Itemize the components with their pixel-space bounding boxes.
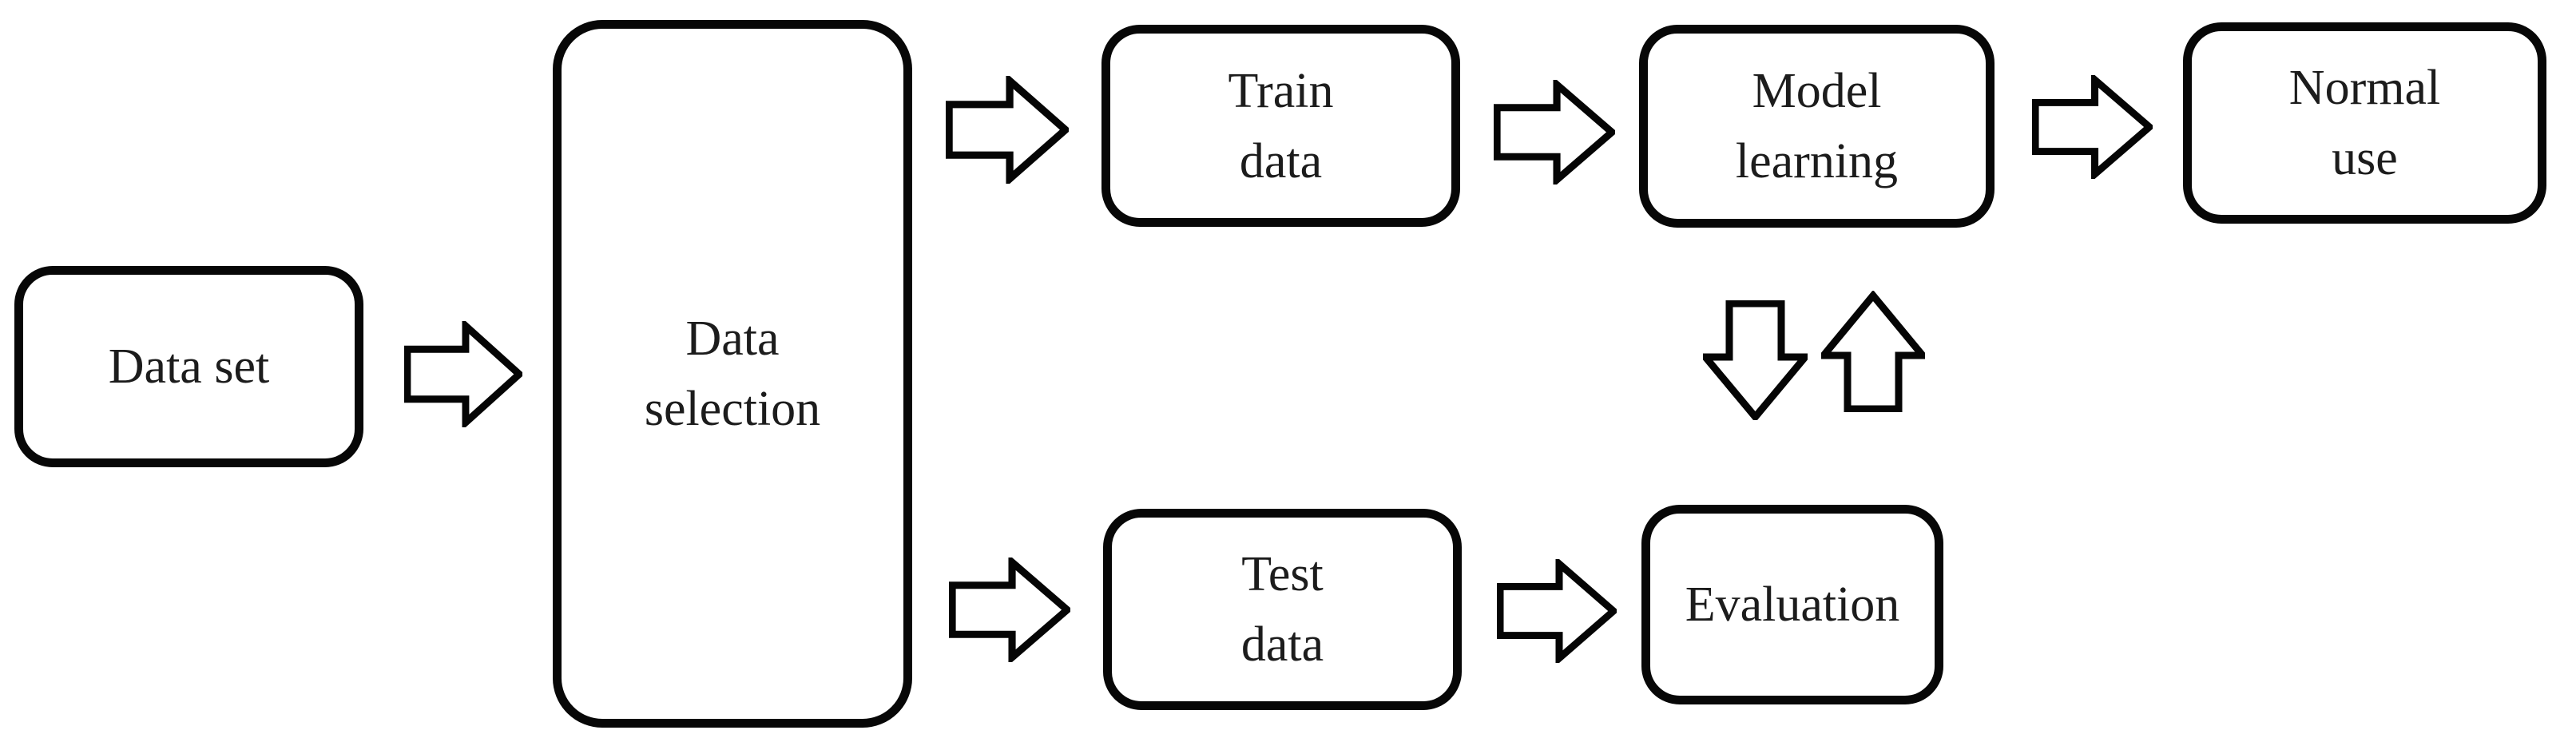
node-model-learning-label-line2: learning (1735, 134, 1899, 188)
arrow-up-icon (1821, 291, 1925, 412)
node-train-data: Train data (1101, 25, 1460, 227)
node-train-data-label-line2: data (1239, 133, 1323, 188)
arrow-right-icon (2032, 75, 2153, 179)
node-model-learning: Model learning (1639, 25, 1995, 228)
node-train-data-label-line1: Train (1228, 63, 1334, 118)
node-test-data-label-line2: data (1240, 617, 1324, 672)
arrow-right-icon (949, 558, 1070, 662)
node-test-data: Test data (1103, 509, 1462, 710)
node-data-selection: Data selection (553, 20, 912, 728)
arrow-right-icon (404, 321, 522, 427)
node-test-data-label-line1: Test (1241, 547, 1324, 601)
node-model-learning-label-line1: Model (1752, 64, 1882, 118)
arrow-right-icon (946, 76, 1069, 184)
node-normal-use-label-line2: use (2332, 131, 2398, 185)
node-data-selection-label-line1: Data (685, 311, 780, 366)
node-data-set-label: Data set (108, 339, 270, 394)
arrow-down-icon (1703, 300, 1808, 420)
arrow-right-icon (1497, 559, 1617, 663)
node-evaluation: Evaluation (1641, 505, 1943, 704)
node-normal-use: Normal use (2183, 22, 2546, 224)
node-normal-use-label-line1: Normal (2288, 61, 2441, 115)
arrow-right-icon (1494, 80, 1615, 185)
node-evaluation-label: Evaluation (1685, 577, 1900, 632)
node-data-selection-label-line2: selection (644, 382, 821, 436)
node-data-set: Data set (14, 266, 363, 467)
